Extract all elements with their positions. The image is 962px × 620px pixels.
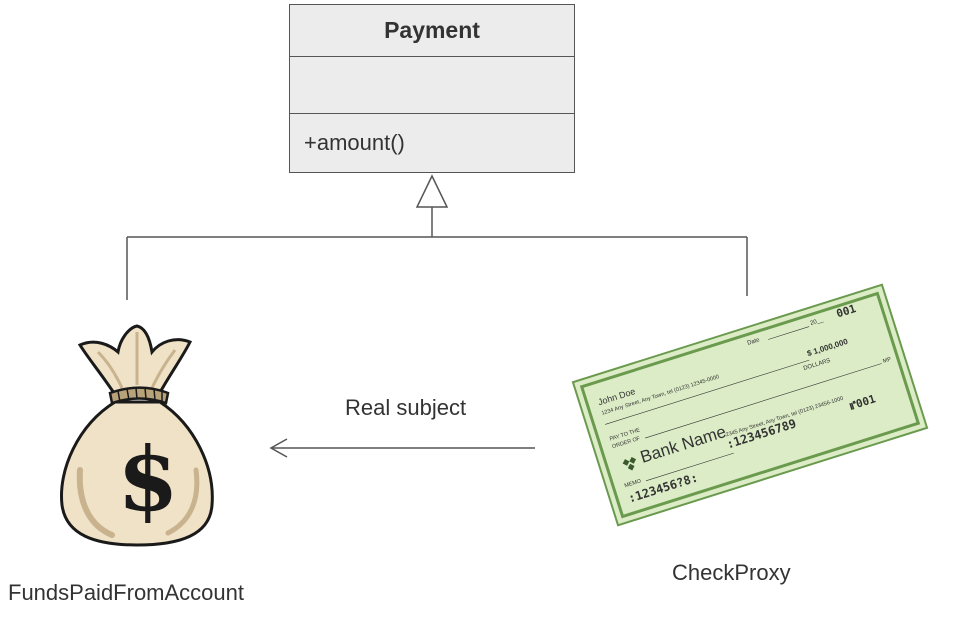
check-mp-label: MP — [882, 357, 892, 365]
money-bag-icon: $ — [59, 324, 214, 547]
check-icon: John Doe 1234 Any Street, Any Town, tel … — [571, 283, 929, 527]
class-operation: +amount() — [304, 129, 405, 155]
real-subject-label: Real subject — [345, 395, 467, 420]
bank-logo-icon — [622, 456, 637, 471]
generalization-arrowhead-icon — [415, 174, 449, 208]
check-proxy-label: CheckProxy — [672, 560, 791, 585]
check-date-suffix: 20__ — [810, 317, 825, 327]
open-arrowhead-icon — [269, 438, 288, 458]
payment-class-box[interactable]: Payment +amount() — [289, 4, 575, 173]
real-subject-arrow[interactable] — [269, 438, 535, 458]
funds-paid-from-account-label: FundsPaidFromAccount — [8, 580, 244, 605]
dollar-symbol: $ — [117, 427, 178, 531]
class-name: Payment — [290, 5, 574, 57]
check-memo-label: MEMO — [624, 478, 643, 489]
class-attributes-compartment — [290, 57, 574, 114]
check-date-label: Date — [747, 337, 762, 347]
inheritance-connector — [126, 207, 748, 300]
check-number: 001 — [835, 302, 858, 320]
